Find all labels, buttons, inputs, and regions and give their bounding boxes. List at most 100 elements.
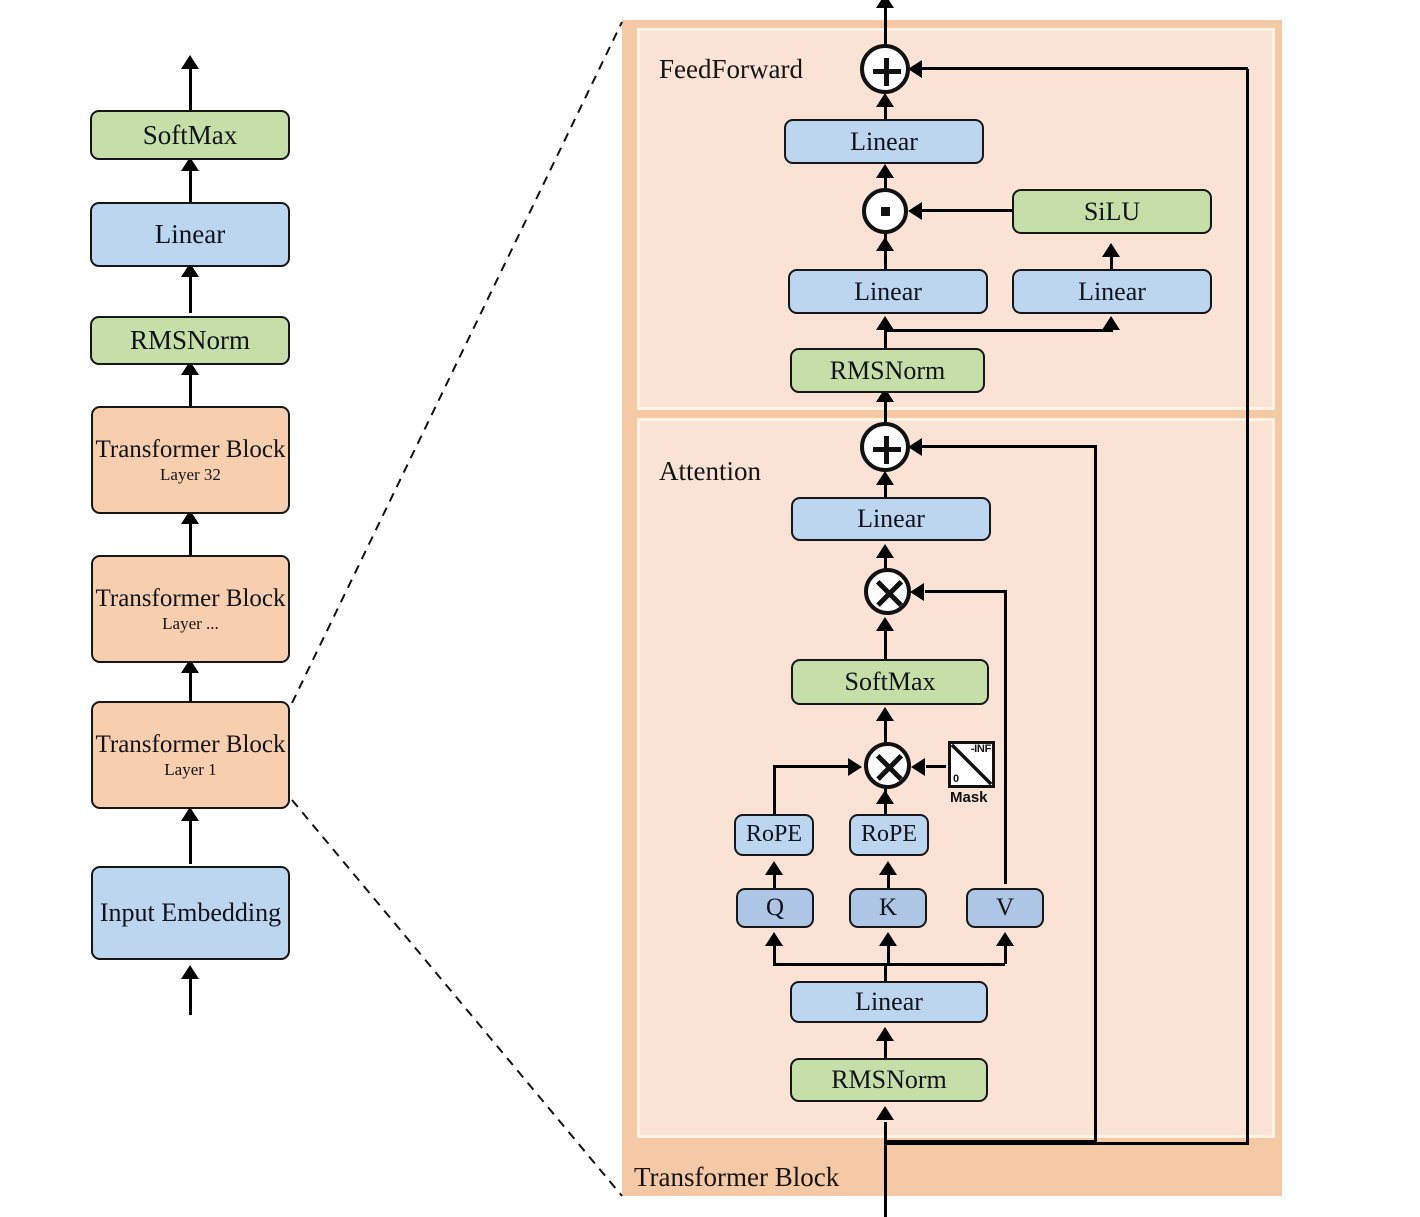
arrowhead-attn-linearout-to-add	[876, 471, 894, 485]
arrowhead-attn-mul2-to-linearout	[876, 544, 894, 558]
conn-mask-to-qkmatmul	[926, 765, 946, 768]
arrowhead-bus-to-v	[996, 932, 1014, 946]
node-value: V	[966, 888, 1044, 928]
arrowhead-ff-silu-to-mul	[908, 202, 922, 220]
arrowhead-ff-mul-to-linearout	[876, 164, 894, 178]
node-label: Q	[765, 893, 785, 921]
causal-mask-icon: -INF 0	[948, 741, 995, 788]
conn-linear-to-softmax	[189, 162, 192, 204]
arrowhead-v-to-matmul	[910, 583, 924, 601]
ff-residual-arrowhead	[908, 60, 922, 78]
left-output-arrowhead	[181, 55, 199, 69]
feedforward-panel-label: FeedForward	[659, 54, 803, 84]
node-rmsnorm-head: RMSNorm	[90, 316, 290, 365]
conn-ff-linearup-to-mul	[884, 246, 887, 271]
node-label: Transformer Block	[95, 730, 286, 758]
node-label: RMSNorm	[831, 1065, 947, 1095]
arrowhead-mask-to-qkmatmul	[911, 758, 925, 776]
arrowhead-ropek-to-qkmatmul	[876, 790, 894, 804]
arrowhead-k-to-ropek	[879, 861, 897, 875]
conn-block1-to-blockdots	[189, 664, 192, 704]
attn-residual-vertical	[1094, 447, 1097, 1143]
mask-lower-value: 0	[953, 773, 960, 785]
conn-q-to-ropeq	[773, 874, 776, 890]
node-rope-q: RoPE	[734, 814, 814, 856]
arrowhead-qkmatmul-to-softmax	[876, 707, 894, 721]
ff-output-arrowhead	[876, 0, 894, 8]
node-attn-linear-qkv: Linear	[790, 981, 988, 1023]
node-label: Transformer Block	[95, 584, 286, 612]
arrowhead-ff-rmsnorm-to-lineargate	[1102, 316, 1120, 330]
qkv-fanout-k-riser	[887, 944, 890, 964]
mask-caption: Mask	[950, 789, 988, 806]
arrowhead-ff-linearup-to-mul	[876, 237, 894, 251]
node-label: Transformer Block	[95, 435, 286, 463]
transformer-block-panel-label: Transformer Block	[634, 1162, 840, 1192]
conn-softmax-to-matmul-b	[884, 628, 887, 662]
conn-ff-silu-to-mul	[921, 209, 1013, 212]
node-label: Linear	[857, 504, 925, 534]
attn-residual-top	[921, 445, 1097, 448]
node-label: Linear	[1078, 276, 1146, 306]
conn-embedding-to-block1	[189, 812, 192, 864]
node-ff-rmsnorm: RMSNorm	[790, 348, 985, 393]
node-transformer-block-layer-dots: Transformer Block Layer ...	[91, 555, 290, 663]
conn-linearqkv-to-bus	[884, 963, 887, 985]
arrowhead-bus-to-k	[879, 932, 897, 946]
node-ff-linear-up: Linear	[788, 269, 988, 314]
node-softmax-head: SoftMax	[90, 110, 290, 160]
node-sublabel: Layer 1	[164, 760, 217, 780]
node-transformer-block-layer-1: Transformer Block Layer 1	[91, 701, 290, 809]
ff-output-line	[884, 0, 887, 48]
node-ff-linear-out: Linear	[784, 119, 984, 164]
ff-residual-top	[921, 67, 1248, 70]
attention-matmul-value-icon	[864, 568, 911, 615]
node-label: Input Embedding	[99, 898, 282, 928]
left-input-line	[189, 970, 192, 1015]
feedforward-add-icon	[860, 44, 910, 94]
mask-diagonal-icon	[951, 744, 992, 785]
attn-residual-bottom	[885, 1140, 1097, 1143]
arrowhead-attn-rmsnorm-to-linearqkv	[876, 1027, 894, 1041]
node-label: Linear	[154, 219, 226, 250]
arrowhead-ff-lineargate-to-silu	[1102, 243, 1120, 257]
conn-block32-to-rmsnorm	[189, 366, 192, 408]
qkv-fanout-q-riser	[773, 944, 776, 964]
conn-attn-mul2-to-linearout	[884, 556, 887, 571]
node-attn-softmax: SoftMax	[791, 659, 989, 705]
conn-ff-mul-to-linearout-b	[884, 176, 887, 192]
node-linear-head: Linear	[90, 202, 290, 267]
mask-upper-value: -INF	[970, 743, 991, 755]
block-input-arrowhead	[876, 1106, 894, 1120]
attn-residual-arrowhead	[908, 438, 922, 456]
node-rope-k: RoPE	[849, 814, 929, 856]
block-input-line	[884, 1122, 887, 1217]
conn-ff-rmsnorm-up	[884, 329, 887, 350]
node-query: Q	[736, 888, 814, 928]
node-label: RMSNorm	[129, 325, 251, 356]
conn-ff-linearout-to-add	[884, 98, 887, 122]
conn-blockdots-to-block32	[189, 515, 192, 557]
qkv-fanout-v-riser	[1004, 944, 1007, 964]
conn-v-to-matmul-v	[1004, 590, 1007, 884]
ff-rmsnorm-branch-riser	[1110, 329, 1113, 332]
conn-rmsnorm-to-linear	[189, 268, 192, 313]
node-sublabel: Layer 32	[160, 465, 221, 485]
node-label: SoftMax	[142, 119, 238, 150]
node-attn-linear-out: Linear	[791, 497, 991, 541]
node-label: RoPE	[860, 821, 917, 848]
attention-panel-label: Attention	[659, 456, 761, 486]
node-label: SoftMax	[844, 667, 936, 697]
node-ff-linear-gate: Linear	[1012, 269, 1212, 314]
node-label: Linear	[855, 987, 923, 1017]
conn-ropek-to-qkmatmul	[884, 800, 887, 816]
node-attn-rmsnorm: RMSNorm	[790, 1058, 988, 1102]
conn-ropeq-riser	[773, 765, 776, 816]
node-label: V	[995, 893, 1015, 921]
arrowhead-q-to-ropeq	[765, 861, 783, 875]
node-ff-silu: SiLU	[1012, 189, 1212, 234]
node-sublabel: Layer ...	[162, 614, 219, 634]
arrowhead-bus-to-q	[765, 932, 783, 946]
node-label: RoPE	[745, 821, 802, 848]
